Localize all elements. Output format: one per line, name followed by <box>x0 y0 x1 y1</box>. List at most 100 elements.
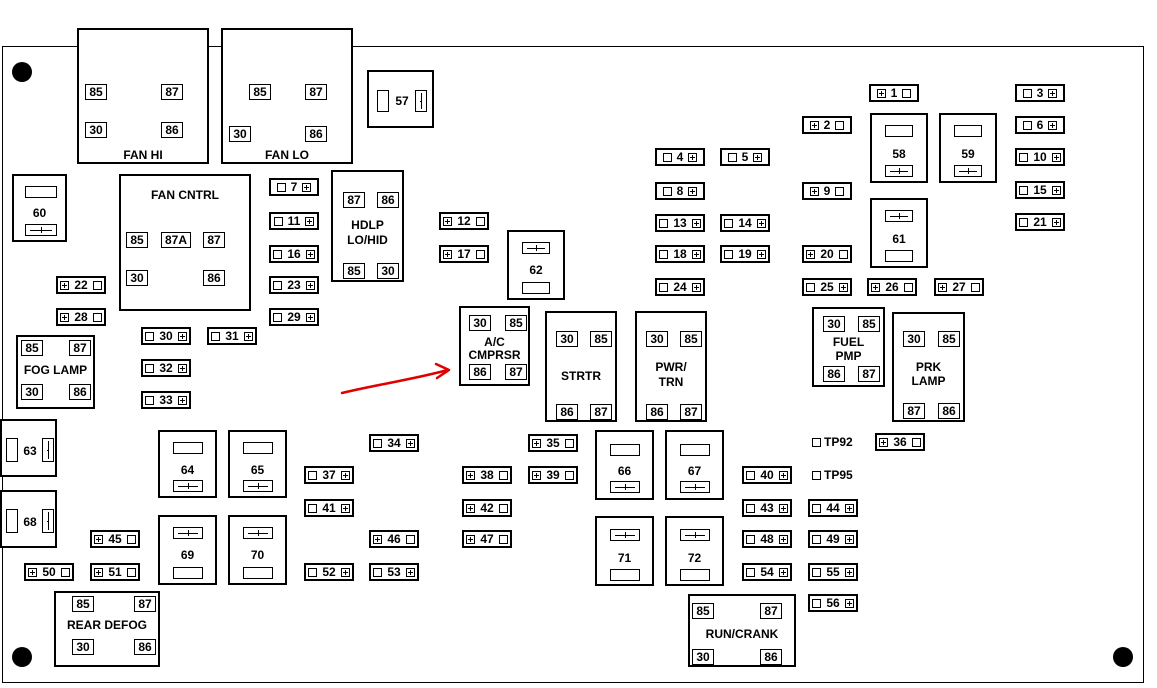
cartridge-69: 69 <box>158 515 217 585</box>
fuse-22: 22 <box>56 276 106 294</box>
relay-pin: 85 <box>858 316 880 332</box>
slot <box>954 125 982 137</box>
relay-pin: 87 <box>305 84 327 100</box>
cartridge-72: 72 <box>665 516 724 586</box>
slot <box>680 444 710 456</box>
test-point-label: TP95 <box>824 468 853 482</box>
fuse-29: 29 <box>269 308 319 326</box>
terminal-plus <box>173 527 203 539</box>
fuse-51: 51 <box>90 563 140 581</box>
fuse-21: 21 <box>1015 213 1065 231</box>
relay-pin: 85 <box>590 331 612 347</box>
fuse-number: 33 <box>159 393 173 407</box>
relay-pin: 87 <box>343 192 365 208</box>
relay-pin: 85 <box>21 340 43 356</box>
slot <box>243 442 273 454</box>
fuse-number: 50 <box>42 565 56 579</box>
relay-pin: 30 <box>85 122 107 138</box>
cartridge-62: 62 <box>507 230 565 300</box>
fuse-20: 20 <box>802 245 852 263</box>
cartridge-57: 57 <box>367 70 434 128</box>
fuse-25: 25 <box>802 278 852 296</box>
fuse-27: 27 <box>934 278 984 296</box>
fuse-number: 31 <box>225 329 239 343</box>
relay-fog-lamp: 85 87 FOG LAMP 30 86 <box>16 335 95 409</box>
relay-fan-cntrl: FAN CNTRL 85 87A 87 30 86 <box>119 174 251 311</box>
relay-pin: 86 <box>823 366 845 382</box>
fuse-number: 10 <box>1033 150 1047 164</box>
relay-pin: 87 <box>903 403 925 419</box>
relay-pin: 85 <box>938 331 960 347</box>
annotation-arrow <box>340 362 451 395</box>
fuse-number: 41 <box>322 501 336 515</box>
relay-pin: 86 <box>556 404 578 420</box>
relay-fuel-pmp: 30 85 FUEL PMP 86 87 <box>812 307 885 387</box>
fuse-31: 31 <box>207 327 257 345</box>
fuse-number: 37 <box>322 468 336 482</box>
mounting-hole-bottom-right <box>1113 647 1133 667</box>
fuse-23: 23 <box>269 276 319 294</box>
slot <box>885 250 913 262</box>
cartridge-label: 64 <box>180 463 195 477</box>
fuse-36: 36 <box>875 433 925 451</box>
cartridge-65: 65 <box>228 430 287 498</box>
slot <box>610 569 640 581</box>
terminal-plus <box>42 438 54 462</box>
fuse-number: 4 <box>676 150 684 164</box>
fuse-number: 51 <box>108 565 122 579</box>
test-point-tp95: TP95 <box>812 468 853 482</box>
relay-pin: 87 <box>505 364 527 380</box>
cartridge-60: 60 <box>12 174 67 242</box>
fuse-number: 52 <box>322 565 336 579</box>
fuse-38: 38 <box>462 466 512 484</box>
relay-pin: 86 <box>377 192 399 208</box>
fuse-number: 18 <box>673 247 687 261</box>
fuse-number: 2 <box>823 118 831 132</box>
relay-label-line2: PMP <box>835 349 862 363</box>
fuse-37: 37 <box>304 466 354 484</box>
terminal-plus <box>415 90 427 112</box>
cartridge-label: 72 <box>687 551 702 565</box>
cartridge-label: 69 <box>180 548 195 562</box>
fuse-26: 26 <box>867 278 917 296</box>
relay-hdlp-lo-hid: 87 86 HDLP LO/HID 85 30 <box>331 170 404 282</box>
cartridge-label: 67 <box>687 464 702 478</box>
fuse-number: 12 <box>457 214 471 228</box>
fuse-33: 33 <box>141 391 191 409</box>
fuse-number: 24 <box>673 280 687 294</box>
relay-pin: 86 <box>69 384 91 400</box>
relay-label: STRTR <box>561 369 601 383</box>
cartridge-label: 58 <box>892 147 906 161</box>
fuse-32: 32 <box>141 359 191 377</box>
fuse-number: 44 <box>826 501 840 515</box>
cartridge-label: 60 <box>32 206 47 220</box>
relay-pin: 30 <box>72 639 94 655</box>
slot <box>610 444 640 456</box>
relay-pin: 30 <box>469 315 491 331</box>
fuse-53: 53 <box>369 563 419 581</box>
slot <box>243 567 273 579</box>
relay-pin: 30 <box>21 384 43 400</box>
relay-pin: 85 <box>505 315 527 331</box>
relay-pin: 85 <box>680 331 702 347</box>
cartridge-label: 65 <box>250 463 265 477</box>
fuse-number: 19 <box>738 247 752 261</box>
fuse-47: 47 <box>462 530 512 548</box>
relay-pin: 30 <box>692 649 714 665</box>
relay-pin: 30 <box>646 331 668 347</box>
fuse-number: 3 <box>1036 86 1044 100</box>
terminal-plus <box>173 480 203 492</box>
relay-label-line1: HDLP <box>351 218 384 232</box>
fuse-39: 39 <box>528 466 578 484</box>
fuse-5: 5 <box>720 148 770 166</box>
fuse-48: 48 <box>742 530 792 548</box>
cartridge-61: 61 <box>870 198 928 268</box>
fuse-43: 43 <box>742 499 792 517</box>
fuse-7: 7 <box>269 178 319 196</box>
terminal-plus <box>885 210 913 222</box>
relay-pin: 86 <box>938 403 960 419</box>
relay-pin: 85 <box>72 596 94 612</box>
relay-rear-defog: 85 87 REAR DEFOG 30 86 <box>54 591 160 667</box>
relay-pin: 87 <box>69 340 91 356</box>
relay-pin: 87A <box>161 232 191 248</box>
